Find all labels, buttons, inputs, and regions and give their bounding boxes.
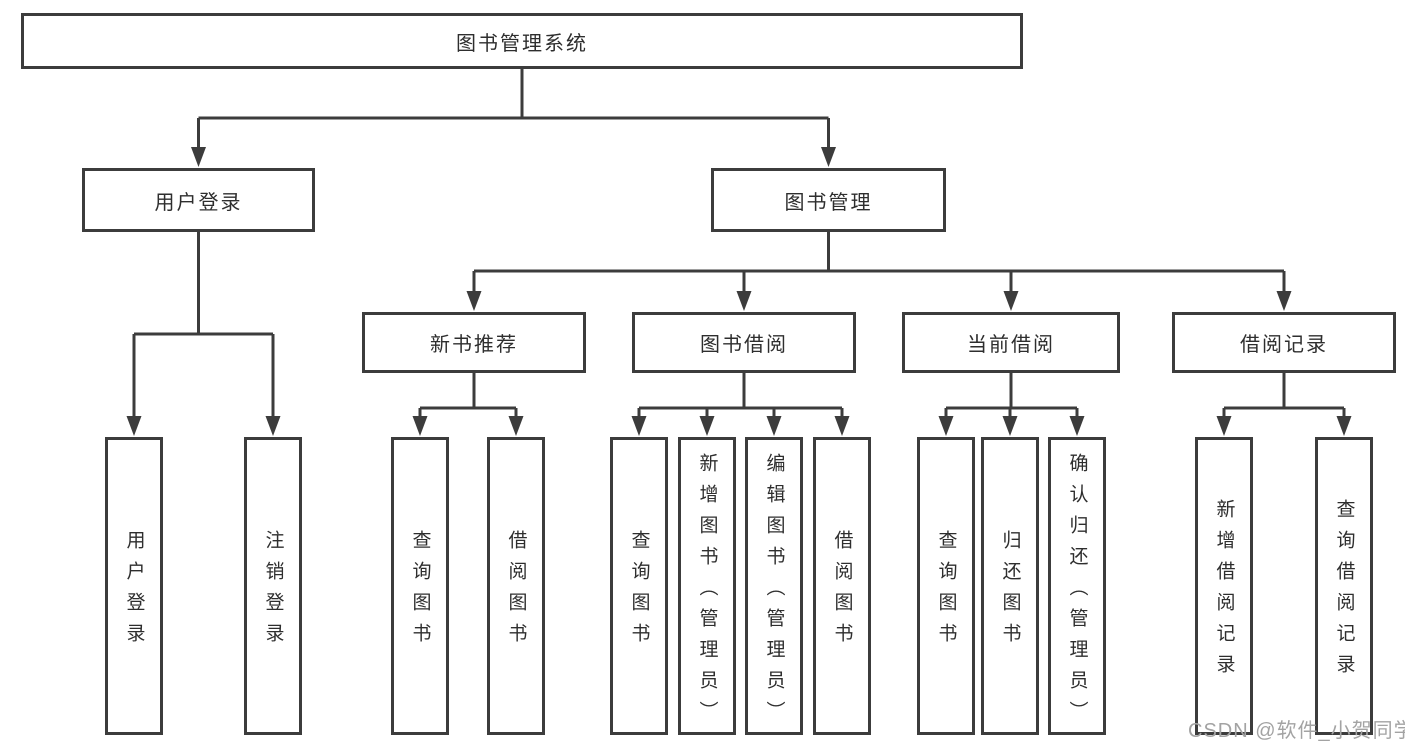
leaf-add-borrow-record: 新增借阅记录 <box>1195 437 1253 735</box>
watermark: CSDN @软件_小贺同学 <box>1188 720 1405 742</box>
leaf-add-book-admin-label: 新增图书（管理员） <box>696 452 718 732</box>
node-user-login: 用户登录 <box>82 168 315 232</box>
leaf-user-login-label: 用户登录 <box>123 530 145 654</box>
leaf-logout-label: 注销登录 <box>262 530 284 654</box>
node-new-book-recommend-label: 新书推荐 <box>430 334 518 356</box>
leaf-return-book-label: 归还图书 <box>999 530 1021 654</box>
node-book-management: 图书管理 <box>711 168 946 232</box>
leaf-add-borrow-record-label: 新增借阅记录 <box>1213 499 1235 685</box>
node-root-label: 图书管理系统 <box>456 32 588 55</box>
node-new-book-recommend: 新书推荐 <box>362 312 586 373</box>
leaf-borrow-borrow-book: 借阅图书 <box>813 437 871 735</box>
leaf-add-book-admin: 新增图书（管理员） <box>678 437 736 735</box>
arrowheads <box>126 147 1352 436</box>
leaf-return-book: 归还图书 <box>981 437 1039 735</box>
leaf-current-query-book-label: 查询图书 <box>935 530 957 654</box>
flow-lines <box>132 69 1346 418</box>
node-current-borrow-label: 当前借阅 <box>967 334 1055 356</box>
leaf-newbook-borrow-book: 借阅图书 <box>487 437 545 735</box>
node-borrow-records: 借阅记录 <box>1172 312 1396 373</box>
leaf-query-borrow-record: 查询借阅记录 <box>1315 437 1373 735</box>
leaf-borrow-query-book: 查询图书 <box>610 437 668 735</box>
node-user-login-label: 用户登录 <box>154 191 243 214</box>
leaf-logout: 注销登录 <box>244 437 302 735</box>
leaf-current-query-book: 查询图书 <box>917 437 975 735</box>
node-book-borrow: 图书借阅 <box>632 312 856 373</box>
node-borrow-records-label: 借阅记录 <box>1240 334 1328 356</box>
leaf-borrow-query-book-label: 查询图书 <box>628 530 650 654</box>
leaf-borrow-borrow-book-label: 借阅图书 <box>831 530 853 654</box>
leaf-confirm-return-admin-label: 确认归还（管理员） <box>1066 452 1088 732</box>
leaf-query-borrow-record-label: 查询借阅记录 <box>1333 499 1355 685</box>
leaf-newbook-borrow-book-label: 借阅图书 <box>505 530 527 654</box>
leaf-edit-book-admin: 编辑图书（管理员） <box>745 437 803 735</box>
leaf-confirm-return-admin: 确认归还（管理员） <box>1048 437 1106 735</box>
node-current-borrow: 当前借阅 <box>902 312 1120 373</box>
leaf-edit-book-admin-label: 编辑图书（管理员） <box>763 452 785 732</box>
leaf-newbook-query-book-label: 查询图书 <box>409 530 431 654</box>
node-book-borrow-label: 图书借阅 <box>700 334 788 356</box>
node-book-management-label: 图书管理 <box>784 191 873 214</box>
leaf-newbook-query-book: 查询图书 <box>391 437 449 735</box>
node-root-system: 图书管理系统 <box>21 13 1023 69</box>
leaf-user-login: 用户登录 <box>105 437 163 735</box>
